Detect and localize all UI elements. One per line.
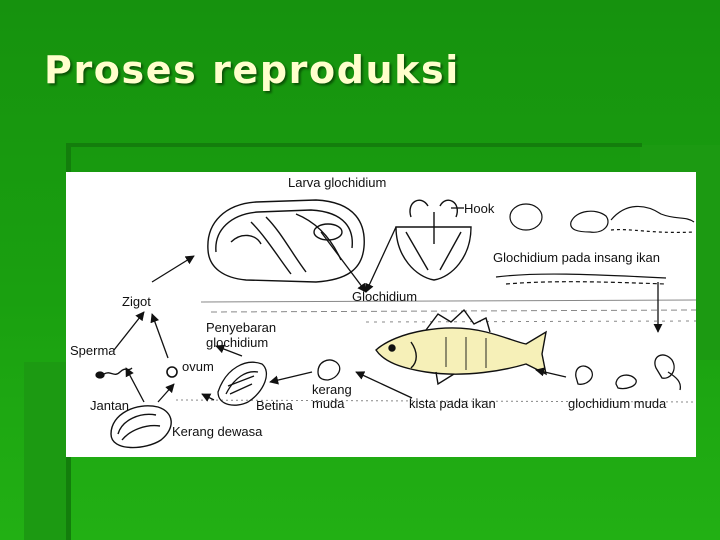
label-dispersal-line1: Penyebaran [206,320,276,335]
hooked-glochidium-icon [395,199,472,281]
reproduction-diagram: Larva glochidium Hook Glochidium Glochid… [66,172,696,457]
label-young-mussel-line1: kerang [312,382,352,397]
female-mussel-icon [217,361,267,406]
label-sperm: Sperma [70,343,116,358]
label-hook: Hook [464,201,495,216]
label-glochidium: Glochidium [352,289,417,304]
title-divider [66,143,642,147]
diagram-canvas: Larva glochidium Hook Glochidium Glochid… [70,175,696,449]
label-larva-glochidium: Larva glochidium [288,175,386,190]
label-glochidium-on-gills: Glochidium pada insang ikan [493,250,660,265]
label-zygote: Zigot [122,294,151,309]
label-young-glochidium: glochidium muda [568,396,667,411]
decorative-block-left [24,362,68,540]
water-lines [175,299,696,403]
fish-icon [375,308,547,386]
label-young-mussel-line2: muda [312,396,345,411]
label-ovum: ovum [182,359,214,374]
life-cycle-arrows [113,207,663,403]
label-male: Jantan [90,398,129,413]
diagram-labels: Larva glochidium Hook Glochidium Glochid… [70,175,667,439]
young-mussel-icon [317,359,341,381]
mussel-with-larvae-icon [207,199,365,283]
ovum-icon [166,366,178,378]
label-cyst-on-fish: kista pada ikan [409,396,496,411]
label-adult-mussel: Kerang dewasa [172,424,263,439]
glochidia-on-gills-icon [495,203,695,285]
label-dispersal-line2: glochidium [206,335,268,350]
label-female: Betina [256,398,294,413]
slide-title: Proses reproduksi [44,48,460,92]
adult-mussel-icon [110,405,172,449]
young-glochidia-icon [575,354,682,391]
